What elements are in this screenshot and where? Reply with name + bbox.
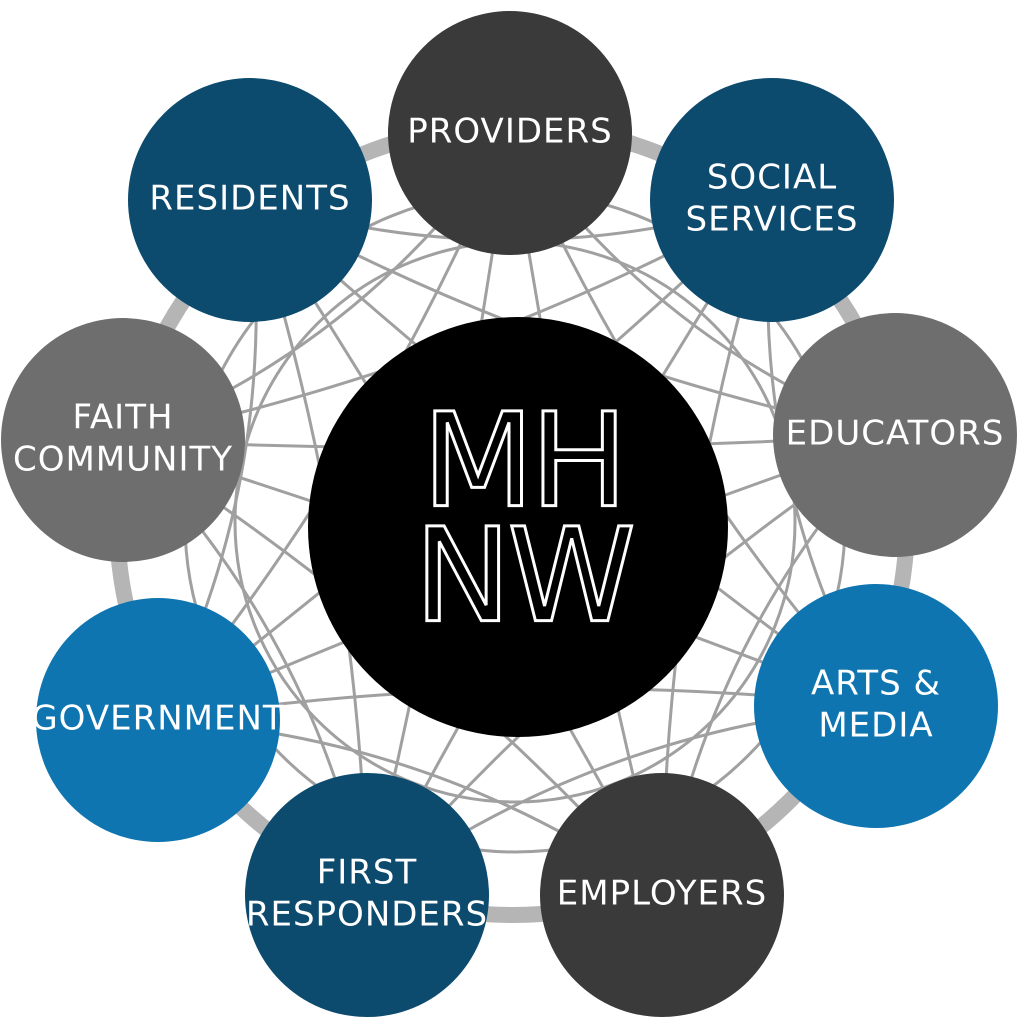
node-circle <box>245 773 489 1017</box>
logo-text-line1: MH <box>422 385 624 537</box>
node-label: MEDIA <box>818 706 933 746</box>
node-providers: PROVIDERS <box>388 11 632 255</box>
node-label: RESPONDERS <box>246 895 488 935</box>
node-label: FIRST <box>317 853 418 893</box>
node-circle <box>128 78 372 322</box>
node-label: SERVICES <box>686 200 859 240</box>
node-label: GOVERNMENT <box>31 699 284 739</box>
node-label: FAITH <box>72 398 173 438</box>
logo-text-line2: NW <box>414 500 632 652</box>
node-label: COMMUNITY <box>13 440 233 480</box>
center-circle <box>308 317 728 737</box>
node-label: EMPLOYERS <box>557 874 767 914</box>
node-label: ARTS & <box>811 664 941 704</box>
node-circle <box>754 584 998 828</box>
node-circle <box>36 598 280 842</box>
node-government: GOVERNMENT <box>31 598 284 842</box>
node-employers: EMPLOYERS <box>540 773 784 1017</box>
center-node: MH NW <box>308 317 728 737</box>
node-circle <box>773 313 1017 557</box>
node-arts-media: ARTS &MEDIA <box>754 584 998 828</box>
node-educators: EDUCATORS <box>773 313 1017 557</box>
node-label: PROVIDERS <box>407 112 612 152</box>
node-label: RESIDENTS <box>149 179 350 219</box>
node-circle <box>650 78 894 322</box>
node-circle <box>1 318 245 562</box>
node-circle <box>540 773 784 1017</box>
node-circle <box>388 11 632 255</box>
node-residents: RESIDENTS <box>128 78 372 322</box>
node-label: EDUCATORS <box>786 414 1005 454</box>
node-label: SOCIAL <box>707 158 837 198</box>
